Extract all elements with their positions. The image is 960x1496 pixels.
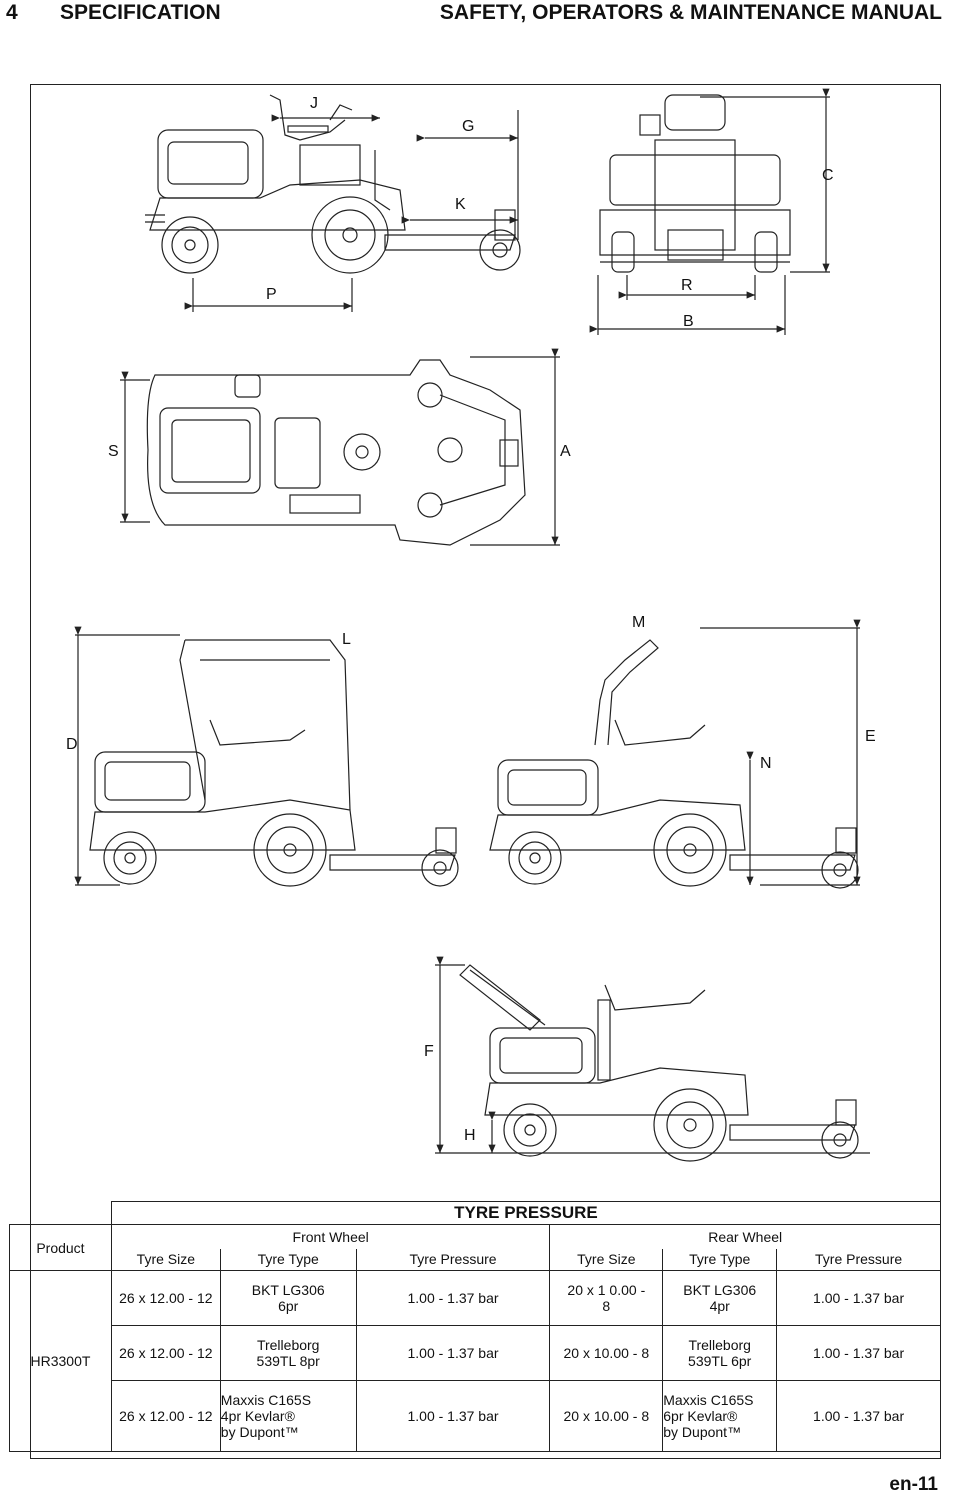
side-view-dimensions bbox=[184, 110, 519, 312]
front-tyre-size: 26 x 12.00 - 12 bbox=[110, 1380, 221, 1452]
rear-tyre-size: 20 x 10.00 - 8 bbox=[549, 1325, 664, 1382]
front-view-drawing bbox=[599, 94, 791, 273]
front-tyre-size: 26 x 12.00 - 12 bbox=[110, 1325, 221, 1382]
manual-title: SAFETY, OPERATORS & MAINTENANCE MANUAL bbox=[439, 1, 942, 24]
dimension-label-n: N bbox=[760, 755, 772, 772]
tyre-type-line: Trelleborg bbox=[256, 1337, 320, 1354]
chapter-number: 4 bbox=[6, 1, 18, 24]
tyre-type-line: 539TL 8pr bbox=[256, 1353, 320, 1370]
tyre-type-line: Trelleborg bbox=[688, 1337, 751, 1354]
dimension-label-k: K bbox=[455, 196, 466, 213]
dimension-label-m: M bbox=[632, 614, 646, 631]
tyre-size-line: 8 bbox=[602, 1298, 611, 1315]
rear-tyre-size: 20 x 10.00 - 8 bbox=[549, 1380, 664, 1452]
col-header-front-tyre-type: Tyre Type bbox=[219, 1248, 357, 1271]
section-title: SPECIFICATION bbox=[60, 1, 221, 24]
tyre-type-line: 539TL 6pr bbox=[688, 1353, 752, 1370]
front-tyre-pressure: 1.00 - 1.37 bar bbox=[355, 1325, 551, 1382]
dimension-label-g: G bbox=[462, 118, 475, 135]
tyre-type-line: Maxxis C165S bbox=[220, 1392, 312, 1409]
page-header: 4 SPECIFICATION SAFETY, OPERATORS & MAIN… bbox=[0, 0, 960, 30]
top-view-drawing bbox=[146, 359, 526, 546]
collector-dimensions bbox=[435, 956, 870, 1154]
middle-dimensions bbox=[74, 619, 861, 886]
page-number: en-11 bbox=[889, 1474, 938, 1495]
dimension-label-f: F bbox=[424, 1043, 434, 1060]
dimension-label-j: J bbox=[310, 95, 318, 112]
tyre-type-line: 4pr bbox=[709, 1298, 730, 1315]
dimension-label-l: L bbox=[342, 631, 351, 648]
dimension-label-b: B bbox=[683, 313, 694, 330]
rear-tyre-pressure: 1.00 - 1.37 bar bbox=[776, 1380, 941, 1452]
rear-wheel-header: Rear Wheel bbox=[549, 1224, 941, 1249]
dimension-label-p: P bbox=[266, 286, 277, 303]
dimension-label-r: R bbox=[681, 277, 693, 294]
tyre-type-line: 6pr Kevlar® bbox=[663, 1408, 738, 1425]
front-wheel-header: Front Wheel bbox=[110, 1224, 551, 1249]
table-title: TYRE PRESSURE bbox=[110, 1201, 942, 1225]
tyre-type-line: BKT LG306 bbox=[251, 1282, 325, 1299]
dimension-label-c: C bbox=[822, 167, 834, 184]
tyre-type-line: 6pr bbox=[278, 1298, 299, 1315]
rear-tyre-pressure: 1.00 - 1.37 bar bbox=[776, 1325, 941, 1382]
top-view-dimensions bbox=[120, 348, 560, 546]
tyre-type-line: BKT LG306 bbox=[683, 1282, 757, 1299]
tyre-pressure-table: TYRE PRESSURE Product Front Wheel Rear W… bbox=[9, 1201, 942, 1452]
rear-tyre-size: 20 x 1 0.00 -8 bbox=[549, 1269, 664, 1327]
collector-side-view-drawing bbox=[459, 964, 859, 1162]
front-tyre-size: 26 x 12.00 - 12 bbox=[110, 1269, 221, 1327]
dimension-label-e: E bbox=[865, 728, 876, 745]
dimension-label-a: A bbox=[560, 443, 571, 460]
col-header-front-tyre-size: Tyre Size bbox=[110, 1248, 221, 1271]
front-tyre-pressure: 1.00 - 1.37 bar bbox=[355, 1380, 551, 1452]
product-name: HR3300T bbox=[9, 1270, 112, 1452]
dimension-label-d: D bbox=[66, 736, 78, 753]
rear-tyre-pressure: 1.00 - 1.37 bar bbox=[776, 1269, 941, 1327]
tube-side-view-drawing bbox=[489, 639, 859, 889]
col-header-rear-tyre-type: Tyre Type bbox=[662, 1248, 778, 1271]
front-view-dimensions bbox=[589, 88, 830, 335]
product-header: Product bbox=[9, 1224, 112, 1271]
tyre-type-line: Maxxis C165S bbox=[663, 1392, 754, 1409]
tyre-type-line: 4pr Kevlar® bbox=[220, 1408, 295, 1425]
tyre-type-line: by Dupont™ bbox=[220, 1424, 299, 1441]
drawing-frame bbox=[30, 84, 941, 1459]
cab-side-view-drawing bbox=[89, 639, 459, 887]
dimension-label-s: S bbox=[108, 443, 119, 460]
tyre-size-line: 20 x 1 0.00 - bbox=[567, 1282, 646, 1299]
dimension-label-h: H bbox=[464, 1127, 476, 1144]
tyre-type-line: by Dupont™ bbox=[663, 1424, 742, 1441]
front-tyre-pressure: 1.00 - 1.37 bar bbox=[355, 1269, 551, 1327]
col-header-front-tyre-pressure: Tyre Pressure bbox=[355, 1248, 551, 1271]
col-header-rear-tyre-size: Tyre Size bbox=[549, 1248, 664, 1271]
col-header-rear-tyre-pressure: Tyre Pressure bbox=[776, 1248, 941, 1271]
